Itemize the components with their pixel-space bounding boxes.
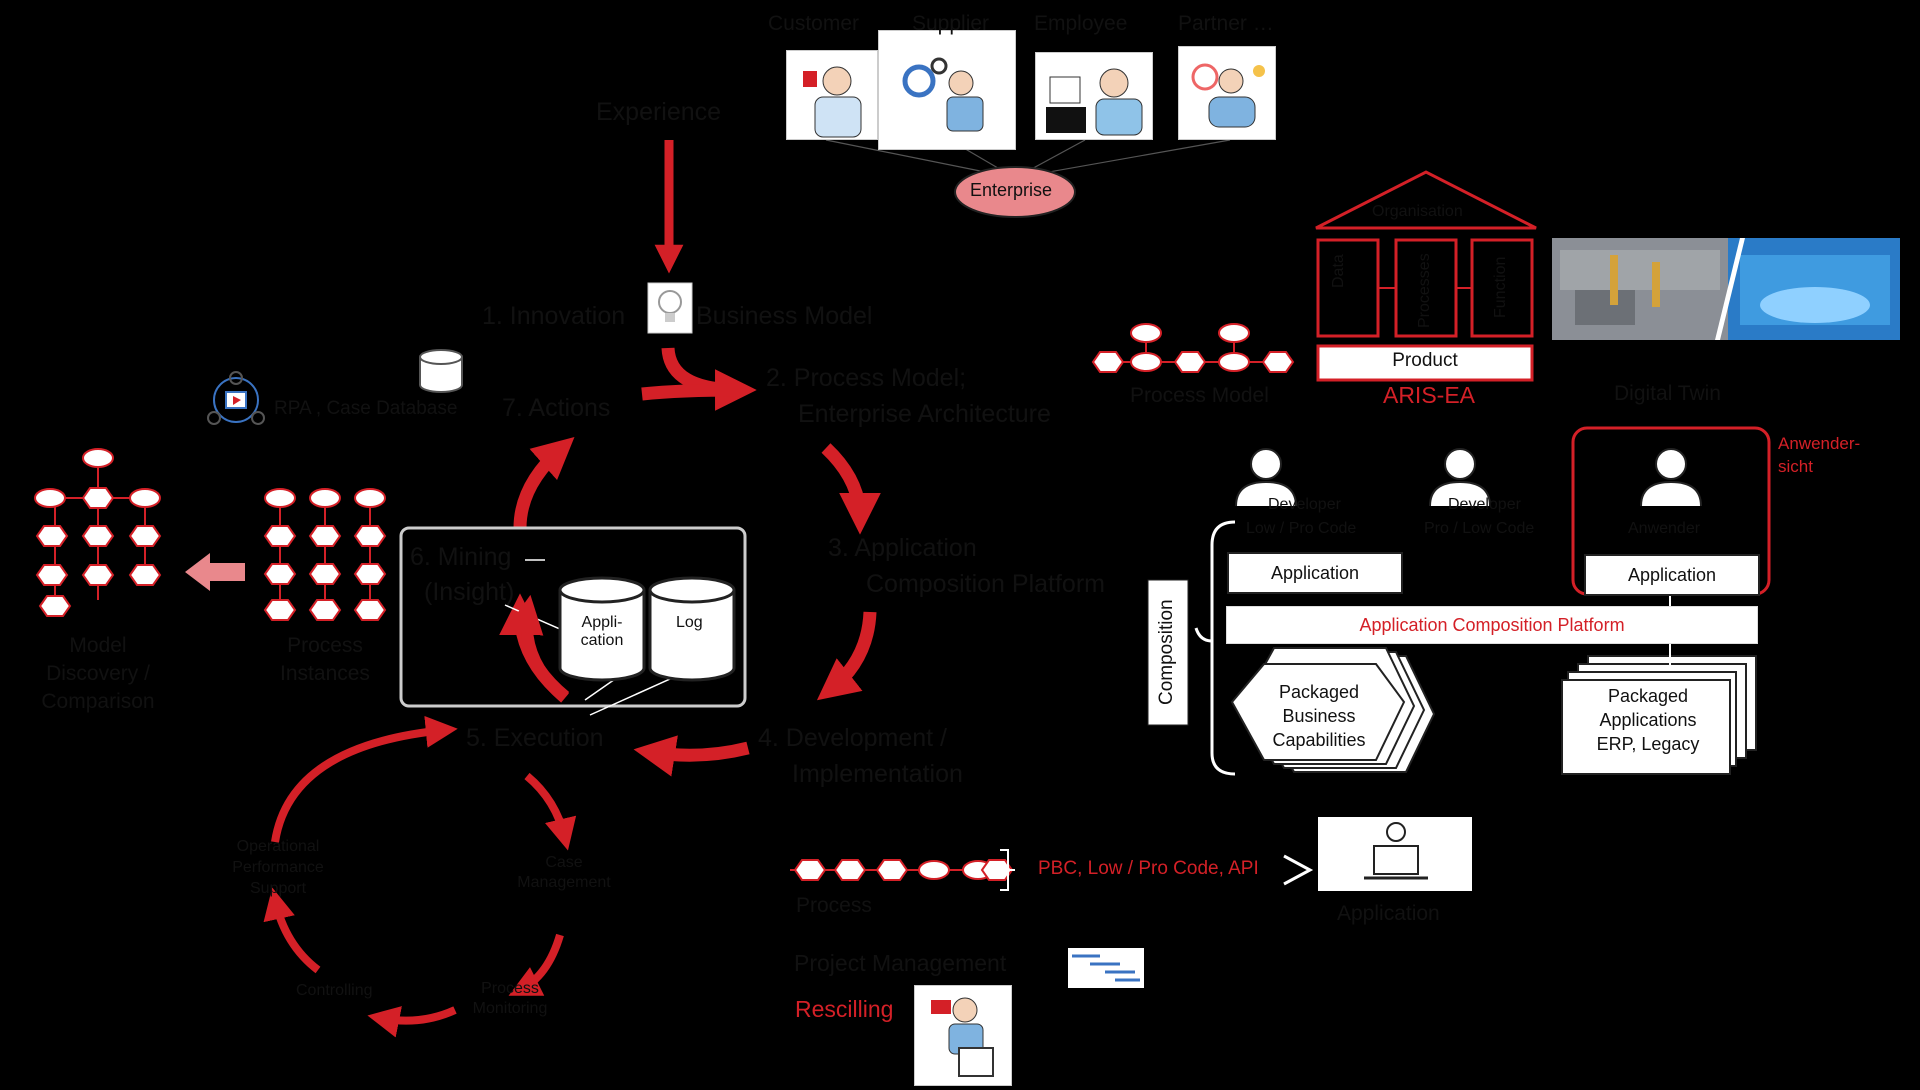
- mining-label-1: 6. Mining: [410, 543, 512, 571]
- pbc-chevron: [1283, 854, 1314, 886]
- case-management-label-1: Case: [545, 854, 583, 871]
- digital-twin-image: [1552, 238, 1900, 340]
- database-log-icon: [648, 576, 736, 682]
- operational-label-2: Performance: [232, 859, 324, 876]
- model-discovery-label-3: Comparison: [41, 690, 155, 713]
- database-application-icon: [558, 576, 646, 682]
- database-application-label: Appli-cation: [580, 614, 624, 649]
- enterprise-ellipse: [954, 166, 1076, 218]
- process-monitoring-label-1: Process: [481, 980, 539, 997]
- packaged-apps-stack: [1561, 655, 1757, 775]
- packaged-apps-label-3: ERP, Legacy: [1596, 734, 1700, 754]
- pbc-label: PBC, Low / Pro Code, API: [1038, 858, 1259, 879]
- employee-figure-icon: [1046, 68, 1143, 136]
- experience-label: Experience: [596, 98, 722, 126]
- process-instances-label-1: Process: [287, 634, 363, 657]
- controlling-label: Controlling: [296, 982, 373, 999]
- operational-label-1: Operational: [236, 838, 320, 855]
- discovery-arrow: [185, 553, 245, 591]
- packaged-business-stack: [1230, 647, 1436, 773]
- model-discovery-label-2: Discovery /: [46, 662, 150, 685]
- rescilling-photo: [914, 985, 1012, 1086]
- actions-label: 7. Actions: [502, 394, 611, 422]
- digital-twin-label: Digital Twin: [1614, 382, 1721, 405]
- anwender-sicht-label-1: Anwender-: [1778, 434, 1861, 453]
- supplier-figure-icon: [902, 57, 984, 132]
- application-bottom-label: Application: [1337, 902, 1440, 925]
- product-label: Product: [1392, 350, 1458, 371]
- case-management-label-2: Management: [517, 874, 611, 891]
- mining-label-2: (Insight): [424, 578, 515, 606]
- rpa-icon: [207, 371, 265, 425]
- application-label-2: Composition Platform: [866, 570, 1105, 598]
- composition-label-box: [1147, 579, 1189, 726]
- model-discovery-label-1: Model: [69, 634, 127, 657]
- packaged-business-label-1: Packaged: [1278, 682, 1360, 702]
- customer-photo: [786, 50, 878, 140]
- aris-house: [1315, 170, 1537, 382]
- process-instances-label-2: Instances: [280, 662, 370, 685]
- model-discovery-graph: [34, 448, 161, 617]
- application-label-1: 3. Application: [828, 534, 977, 562]
- process-instances-grid: [264, 488, 386, 621]
- packaged-business-label-3: Capabilities: [1272, 730, 1366, 750]
- data-label: Data: [1330, 254, 1347, 288]
- developer-low-label: Developer: [1268, 496, 1341, 513]
- anwender-label: Anwender: [1628, 520, 1701, 537]
- developer-pro-sub-label: Pro / Low Code: [1424, 520, 1535, 537]
- mining-cycle-arrow: [505, 594, 569, 703]
- employee-photo: [1035, 52, 1153, 140]
- application-box-right: Application: [1584, 554, 1760, 596]
- composition-label: Composition: [1156, 599, 1177, 705]
- process-model-label: Process Model: [1130, 384, 1269, 407]
- mining-box: [399, 526, 747, 708]
- process-model-label-1: 2. Process Model;: [766, 364, 967, 392]
- application-box-left: Application: [1227, 552, 1403, 594]
- partner-figure-icon: [1191, 63, 1265, 128]
- execution-label: 5. Execution: [466, 724, 604, 752]
- partner-label: Partner …: [1178, 12, 1274, 35]
- business-model-label: Business Model: [696, 302, 873, 330]
- development-label-2: Implementation: [792, 760, 963, 788]
- developer-low-sub-label: Low / Pro Code: [1246, 520, 1357, 537]
- processes-label: Processes: [1416, 253, 1433, 328]
- project-management-label: Project Management: [794, 950, 1007, 976]
- process-model-chain: [1092, 323, 1294, 373]
- employee-label: Employee: [1034, 12, 1128, 35]
- process-model-label-2: Enterprise Architecture: [798, 400, 1051, 428]
- organisation-label: Organisation: [1372, 203, 1463, 220]
- innovation-label: 1. Innovation: [482, 302, 626, 330]
- composition-platform-box: Application Composition Platform: [1226, 606, 1758, 644]
- developer-pro-label: Developer: [1448, 496, 1521, 513]
- gantt-thumbnail: [1068, 948, 1144, 988]
- operational-label-3: Support: [249, 880, 307, 897]
- rpa-label: RPA , Case Database: [274, 398, 458, 419]
- process-label: Process: [796, 894, 872, 917]
- customer-label: Customer: [768, 12, 860, 35]
- process-monitoring-label-2: Monitoring: [472, 1000, 548, 1017]
- customer-figure-icon: [803, 66, 862, 138]
- aris-ea-label: ARIS-EA: [1382, 382, 1476, 408]
- packaged-apps-label-2: Applications: [1599, 710, 1697, 730]
- packaged-business-label-2: Business: [1282, 706, 1356, 726]
- supplier-label: Supplier: [912, 12, 990, 35]
- anwender-sicht-label-2: sicht: [1778, 457, 1813, 476]
- anwender-icon: [1640, 448, 1702, 507]
- case-database-icon: [419, 349, 463, 393]
- rescilling-label: Rescilling: [795, 996, 894, 1022]
- database-log-label: Log: [676, 614, 703, 631]
- packaged-apps-label-1: Packaged: [1607, 686, 1689, 706]
- enterprise-label: Enterprise: [970, 180, 1053, 200]
- laptop-icon: [1364, 822, 1428, 880]
- composition-bracket: [1194, 520, 1236, 776]
- partner-photo: [1178, 46, 1276, 140]
- rescilling-figure-icon: [931, 997, 994, 1077]
- function-label: Function: [1492, 256, 1509, 318]
- development-label-1: 4. Development /: [758, 724, 947, 752]
- bottom-process-chain: [790, 849, 1015, 891]
- operations-arrows: [263, 715, 577, 1038]
- supplier-photo: [878, 30, 1016, 150]
